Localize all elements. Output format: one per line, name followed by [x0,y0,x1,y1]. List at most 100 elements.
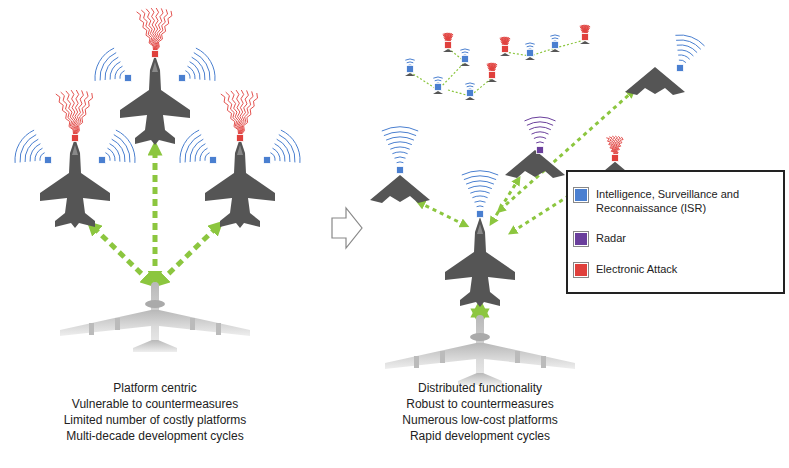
jamming-ray [241,91,253,134]
mini-drone [500,53,510,56]
mini-drone [580,41,590,44]
sensor-arc [460,49,469,50]
sensor-arc [277,139,290,162]
sensor-arc [676,40,701,49]
sensor-marker [552,42,559,49]
mini-drone [487,79,497,82]
jamming-ray [242,93,258,134]
sensor-arc [205,153,210,161]
jamming-ray [231,91,240,134]
sensor-arc [40,153,45,161]
sensor-arc [678,50,694,56]
sensor-arc [180,130,199,163]
mini-drone [460,63,470,66]
sensor-arc [190,139,203,162]
caption-line: Robust to countermeasures [406,397,553,411]
sensor-marker [237,135,244,142]
jamming-ray [506,37,510,45]
sensor-arc [462,171,498,175]
sensor-marker [477,211,484,218]
jamming-ray [241,90,249,134]
jamming-ray [609,137,615,154]
sensor-marker [462,56,469,63]
transition-arrow [332,208,362,248]
sensor-marker [502,46,509,53]
jamming-ray [157,11,172,50]
caption-line: Rapid development cycles [410,429,550,443]
sensor-arc [527,45,534,47]
sensor-marker [407,66,414,73]
legend-swatch [574,188,588,202]
legend-entry: Radar [574,231,777,246]
mini-drone [465,97,475,100]
jamming-ray [77,93,93,134]
legend-swatch [574,232,588,246]
sensor-marker [677,65,684,72]
sensor-arc [120,71,125,79]
sensor-arc [390,147,409,149]
jamming-ray [616,137,623,154]
sensor-arc [35,148,43,161]
legend-box: Intelligence, Surveillance and Reconnais… [566,170,785,294]
sensor-marker [125,75,132,82]
jamming-ray [586,25,590,33]
sensor-arc [475,201,486,202]
sensor-marker [537,147,544,154]
sensor-arc [281,130,300,163]
legend-text: Radar [596,231,626,245]
sensor-arc [462,51,469,53]
sensor-arc [529,127,551,130]
sensor-arc [185,71,190,79]
awacs-aircraft [60,282,575,385]
mini-drone [443,49,453,52]
caption-line: Multi-decade development cycles [66,429,243,443]
sensor-arc [15,130,34,163]
caption-line: Platform centric [113,381,196,395]
sensor-arc [433,77,442,78]
sensor-marker [264,157,271,164]
sensor-arc [435,79,442,81]
legend-entry: Electronic Attack [574,262,777,277]
sensor-marker [527,50,534,57]
sensor-arc [110,144,120,162]
sensor-marker [435,84,442,91]
sensor-arc [112,139,125,162]
sensor-marker [72,135,79,142]
sensor-arc [105,153,110,161]
sensor-marker [489,72,496,79]
sensor-marker [179,75,186,82]
sensor-arc [525,117,556,121]
sensor-arc [116,130,135,163]
legend-entry: Intelligence, Surveillance and Reconnais… [574,187,777,215]
jamming-ray [76,90,84,134]
sensor-arc [105,57,118,80]
sensor-arc [388,142,412,145]
sensor-arc [200,148,208,161]
caption-line: Distributed functionality [418,381,542,395]
jamming-ray [76,91,88,134]
sensor-arc [407,61,414,63]
jamming-ray [236,90,241,134]
jamming-ray [156,8,163,50]
sensor-arc [384,132,416,136]
jamming-ray [493,63,497,71]
legend-swatch [574,263,588,277]
sensor-arc [275,144,285,162]
sensor-arc [536,141,544,143]
sensor-arc [115,66,123,79]
sensor-arc [550,35,559,36]
sensor-arc [534,137,546,139]
sensor-arc [382,127,418,131]
sensor-arc [679,60,686,63]
fighter-jet [40,55,515,307]
sensor-marker [45,157,52,164]
sensor-arc [273,148,281,161]
sensor-marker [467,90,474,97]
jamming-ray [71,90,76,134]
sensor-marker [397,167,404,174]
sensor-arc [467,85,474,87]
caption-line: Vulnerable to countermeasures [72,397,238,411]
caption-line: Numerous low-cost platforms [402,413,557,427]
sensor-arc [525,43,534,44]
sensor-arc [677,45,697,53]
